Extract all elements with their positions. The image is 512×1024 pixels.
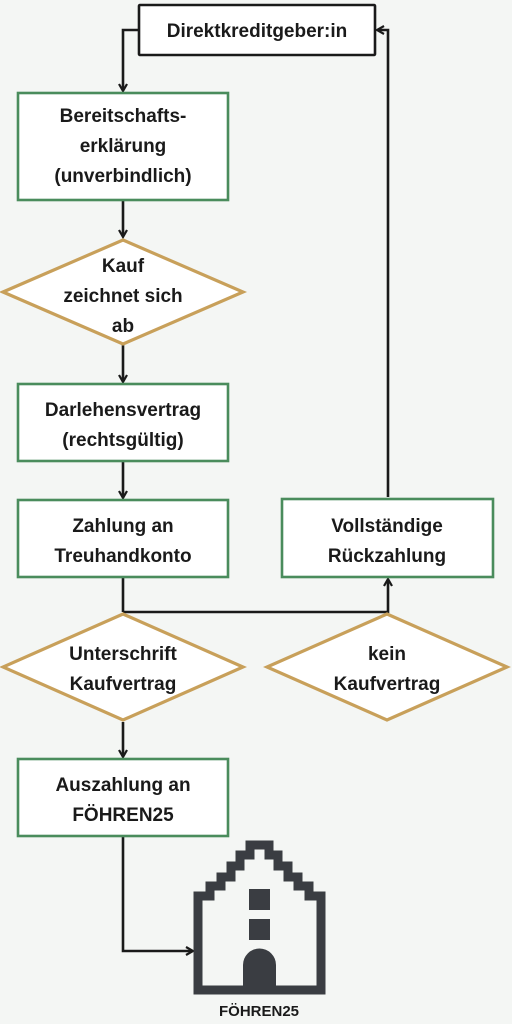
decision-kein-line-1: kein bbox=[368, 644, 406, 665]
node-darlehensvertrag: Darlehensvertrag (rechtsgültig) bbox=[16, 382, 230, 463]
arrow-zahlung-to-rueckzahlung bbox=[123, 580, 388, 614]
node-bereitschaft-line-2: erklärung bbox=[80, 136, 167, 157]
logo-label: FÖHREN25 bbox=[219, 1003, 299, 1020]
node-bereitschaftserklaerung: Bereitschafts- erklärung (unverbindlich) bbox=[16, 91, 230, 202]
decision-unterschrift-line-1: Unterschrift bbox=[69, 644, 177, 665]
node-zahlung-treuhandkonto: Zahlung an Treuhandkonto bbox=[16, 498, 230, 579]
node-bereitschaft-line-1: Bereitschafts- bbox=[60, 106, 187, 127]
decision-unterschrift-line-2: Kaufvertrag bbox=[70, 674, 177, 695]
decision-kein-line-2: Kaufvertrag bbox=[334, 674, 441, 695]
arrow-start-to-bereitschaft bbox=[123, 28, 139, 90]
logo-window-upper bbox=[249, 889, 270, 910]
node-zahlung-line-1: Zahlung an bbox=[72, 516, 173, 537]
decision-kauf-line-2: zeichnet sich bbox=[63, 286, 182, 307]
decision-kauf-line-3: ab bbox=[112, 316, 134, 337]
arrow-auszahlung-to-logo bbox=[121, 837, 192, 951]
node-bereitschaft-line-3: (unverbindlich) bbox=[54, 166, 191, 187]
node-rueckzahlung-line-2: Rückzahlung bbox=[328, 546, 446, 567]
decision-kauf-line-1: Kauf bbox=[102, 256, 145, 277]
logo-door bbox=[243, 948, 276, 990]
node-rueckzahlung-line-1: Vollständige bbox=[331, 516, 443, 537]
node-direktkreditgeber: Direktkreditgeber:in bbox=[137, 3, 377, 57]
node-zahlung-line-2: Treuhandkonto bbox=[54, 546, 191, 567]
decision-kauf-zeichnet-sich-ab: Kauf zeichnet sich ab bbox=[0, 238, 248, 346]
connectors bbox=[123, 30, 388, 951]
node-darlehen-line-1: Darlehensvertrag bbox=[45, 400, 201, 421]
building-gable-icon bbox=[193, 840, 326, 995]
node-direktkreditgeber-label: Direktkreditgeber:in bbox=[167, 21, 348, 42]
arrow-rueckzahlung-to-start bbox=[378, 30, 390, 497]
node-darlehen-line-2: (rechtsgültig) bbox=[62, 430, 183, 451]
node-auszahlung-line-1: Auszahlung an bbox=[55, 775, 190, 796]
decision-kein-kaufvertrag: kein Kaufvertrag bbox=[263, 612, 511, 722]
logo-window-lower bbox=[249, 919, 270, 940]
node-auszahlung: Auszahlung an FÖHREN25 bbox=[16, 757, 230, 838]
decision-unterschrift-kaufvertrag: Unterschrift Kaufvertrag bbox=[0, 612, 247, 722]
node-auszahlung-line-2: FÖHREN25 bbox=[72, 805, 174, 826]
node-vollstaendige-rueckzahlung: Vollständige Rückzahlung bbox=[280, 497, 495, 579]
